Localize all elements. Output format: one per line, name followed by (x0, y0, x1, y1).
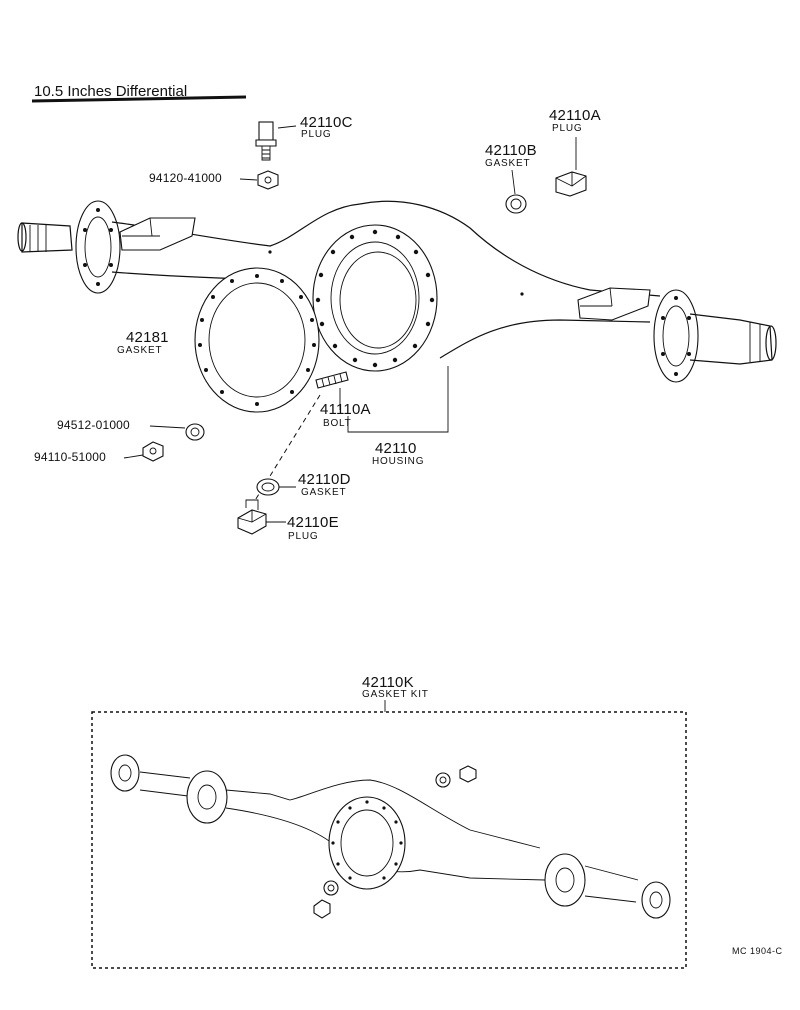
axle-housing (17, 200, 777, 383)
part-number-42110C: 42110C (300, 114, 353, 131)
nut-94110-shape (142, 441, 164, 462)
gasket-kit-box (91, 700, 687, 969)
bolt-41110A-shape (315, 371, 349, 389)
part-number-42110K: 42110K (362, 674, 414, 691)
part-name-42110C: PLUG (301, 129, 332, 140)
diagram-title: 10.5 Inches Differential (34, 83, 188, 100)
leader-42110B (511, 169, 516, 195)
assembly-dash-line (253, 394, 321, 503)
gasket-42110B-shape (505, 194, 527, 214)
gasket-kit-axle (110, 754, 671, 919)
gasket-42110D-shape (256, 478, 280, 496)
part-number-42110D: 42110D (298, 471, 351, 488)
part-number-42110B: 42110B (485, 142, 537, 159)
part-number-42110E: 42110E (287, 514, 339, 531)
part-name-42110: HOUSING (372, 456, 425, 467)
part-number-94512-01000: 94512-01000 (57, 418, 130, 432)
part-number-41110A: 41110A (320, 401, 371, 418)
part-name-42110K: GASKET KIT (362, 689, 429, 700)
part-number-42110: 42110 (375, 440, 417, 457)
leader-42110C (277, 125, 297, 129)
part-name-42110E: PLUG (288, 531, 319, 542)
figure-code: MC 1904-C (732, 946, 783, 956)
part-number-42110A: 42110A (549, 107, 601, 124)
plug-42110C-shape (255, 121, 279, 190)
part-number-94120-41000: 94120-41000 (149, 171, 222, 185)
plug-42110A-shape (555, 171, 587, 197)
leader-42110 (347, 366, 449, 433)
part-name-42110B: GASKET (485, 158, 531, 169)
washer-94512-shape (185, 423, 205, 441)
plug-42110E-shape (237, 499, 267, 535)
part-name-41110A: BOLT (323, 418, 352, 429)
title-underline (31, 95, 247, 103)
part-name-42110D: GASKET (301, 487, 347, 498)
part-name-42181: GASKET (117, 345, 163, 356)
leader-94110 (123, 454, 144, 459)
part-number-42181: 42181 (126, 329, 169, 346)
leader-94120 (239, 178, 258, 181)
gasket-42181-shape (194, 267, 320, 413)
leader-94512 (149, 425, 186, 429)
part-number-94110-51000: 94110-51000 (34, 450, 107, 464)
part-name-42110A: PLUG (552, 123, 583, 134)
